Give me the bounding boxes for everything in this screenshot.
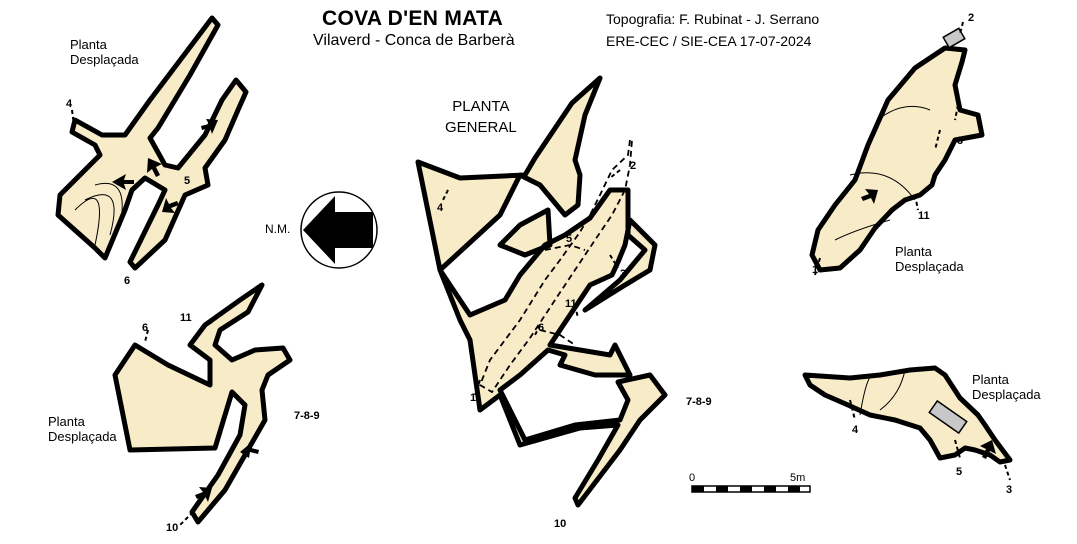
plan-general (415, 75, 668, 508)
arrow-icon (162, 198, 179, 213)
credits-date: ERE-CEC / SIE-CEA 17-07-2024 (606, 33, 812, 49)
station-11: 11 (180, 312, 192, 324)
dashed-passage (478, 139, 633, 394)
label-line: GENERAL (445, 119, 517, 136)
label-planta-desplacada-3: Planta Desplaçada (895, 244, 964, 274)
arrow-icon (201, 119, 218, 134)
label-line: Planta (70, 37, 107, 52)
plan-top-left (55, 15, 249, 271)
label-line: Desplaçada (70, 52, 139, 67)
map-title: COVA D'EN MATA (322, 7, 504, 30)
block-bottom-right (928, 399, 968, 435)
station-6: 6 (538, 322, 545, 334)
north-label: N.M. (265, 222, 291, 236)
station-3: 3 (1006, 484, 1013, 496)
station-6: 6 (142, 322, 149, 334)
arrow-icon (980, 440, 996, 459)
station-4: 4 (852, 424, 859, 436)
label-line: Desplaçada (48, 429, 117, 444)
station-1: 1 (812, 264, 819, 276)
station-7-8-9: 7-8-9 (294, 410, 320, 422)
leader-lines (71, 21, 1011, 526)
plan-bottom-left (112, 282, 293, 525)
arrow-icon (195, 487, 212, 502)
station-2: 2 (968, 12, 975, 24)
station-4: 4 (437, 202, 444, 214)
label-planta-desplacada-2: Planta Desplaçada (48, 414, 117, 444)
block-station-2 (942, 27, 966, 49)
arrow-icon (240, 442, 259, 458)
credits-authors: Topografia: F. Rubinat - J. Serrano (606, 11, 820, 27)
label-planta-general: PLANTA GENERAL (445, 96, 517, 138)
station-4: 4 (66, 98, 73, 110)
plan-bottom-right (802, 365, 1013, 465)
station-10: 10 (166, 522, 179, 534)
label-line: Desplaçada (972, 387, 1041, 402)
plan-top-right (809, 45, 985, 273)
label-line: Planta (48, 414, 85, 429)
dashed-chamber (539, 244, 586, 346)
label-line: PLANTA (452, 98, 510, 115)
arrow-icon (112, 174, 134, 190)
station-11: 11 (918, 210, 930, 222)
label-line: Desplaçada (895, 259, 964, 274)
station-2: 2 (630, 160, 637, 172)
station-3: 3 (957, 135, 964, 147)
scale-bar (691, 485, 811, 493)
scale-start-label: 0 (689, 472, 696, 484)
scale-end-label: 5m (790, 472, 806, 484)
station-11: 11 (565, 298, 577, 310)
contour-lines (74, 105, 931, 416)
credits: Topografia: F. Rubinat - J. Serrano ERE-… (606, 8, 819, 52)
arrow-icon (861, 189, 878, 204)
north-arrow-icon (303, 196, 373, 264)
station-3: 3 (620, 268, 627, 280)
station-7-8-9: 7-8-9 (686, 396, 712, 408)
station-10: 10 (554, 518, 567, 530)
station-1: 1 (470, 392, 477, 404)
label-line: Planta (895, 244, 932, 259)
label-planta-desplacada-1: Planta Desplaçada (70, 37, 139, 67)
north-arrow (300, 191, 378, 269)
label-line: Planta (972, 372, 1009, 387)
station-5: 5 (184, 175, 191, 187)
map-subtitle: Vilaverd - Conca de Barberà (313, 32, 515, 49)
arrow-icon (147, 158, 162, 177)
station-5: 5 (956, 466, 963, 478)
station-6: 6 (124, 275, 131, 287)
label-planta-desplacada-4: Planta Desplaçada (972, 372, 1041, 402)
station-5: 5 (566, 233, 573, 245)
